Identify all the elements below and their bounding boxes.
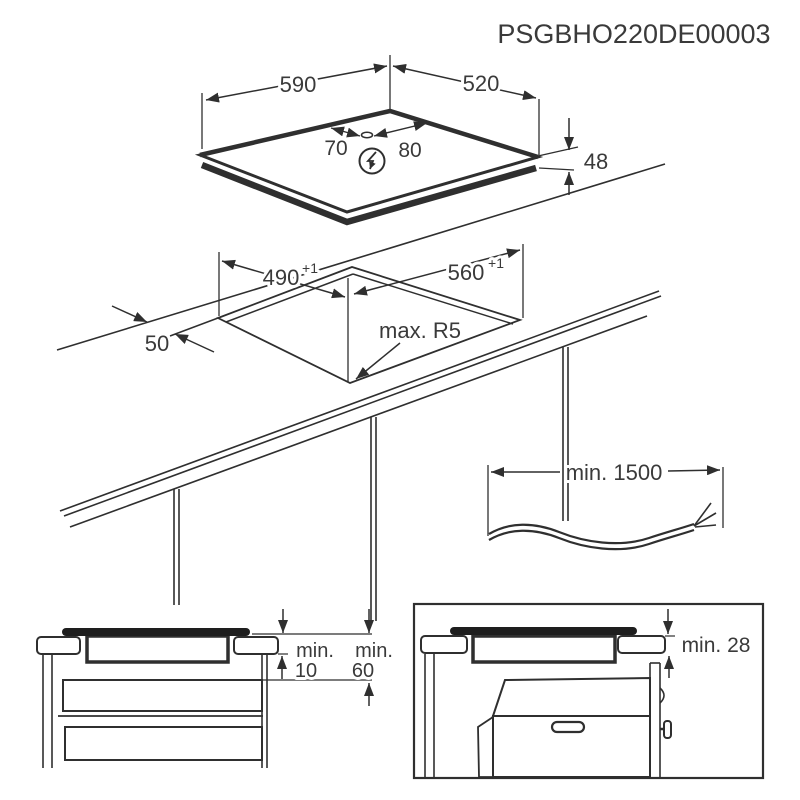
oven-hinge-bulge bbox=[659, 687, 665, 704]
hob-recessed-box bbox=[85, 634, 230, 664]
corner-radius-leader-arrow bbox=[355, 342, 401, 380]
clearance-10-value: 10 bbox=[295, 660, 317, 682]
hob-isometric-view: 590 520 70 80 48 bbox=[194, 55, 611, 226]
cabinet-legs bbox=[424, 654, 435, 777]
worktop-front-edge-inner bbox=[63, 295, 662, 517]
cabinet-legs bbox=[173, 347, 569, 621]
hob-glass-profile bbox=[62, 628, 250, 636]
oven-door-handle bbox=[550, 720, 586, 734]
clearance-view-drawers: min. min. 10 60 bbox=[36, 609, 396, 768]
cutout-width-label: 490 bbox=[263, 265, 300, 290]
hob-width-dimension-line bbox=[205, 63, 388, 103]
height-reference-top bbox=[537, 146, 579, 157]
cutout-depth-label: 560 bbox=[448, 260, 485, 285]
cable-offset-left-arrow bbox=[330, 126, 361, 138]
edge-distance-arrow-upper bbox=[111, 305, 148, 323]
oven bbox=[477, 662, 672, 778]
cable-stripped-ends bbox=[693, 502, 717, 528]
corner-radius-label: max. R5 bbox=[379, 318, 461, 343]
electrical-connection-icon bbox=[358, 147, 386, 175]
worktop-perspective-view: 490 +1 560 +1 50 max. R5 bbox=[56, 163, 666, 621]
clearance-60-value: 60 bbox=[352, 660, 374, 682]
drawer-upper bbox=[62, 679, 263, 712]
oven-top-face bbox=[491, 676, 651, 717]
hob-depth-dimension-line bbox=[392, 63, 537, 101]
cable-offset-left-label: 70 bbox=[324, 137, 347, 160]
hob-glass-back-edges bbox=[199, 108, 539, 160]
mains-cable-view: min. 1500 bbox=[487, 457, 724, 551]
hob-glass-profile bbox=[450, 627, 637, 635]
countertop-right-piece bbox=[617, 635, 666, 654]
cable-wire-top bbox=[488, 522, 695, 545]
oven-knob bbox=[663, 720, 672, 739]
cutout-edge-extension bbox=[169, 317, 219, 337]
hob-recessed-box bbox=[471, 634, 617, 664]
cable-offset-right-arrow bbox=[373, 121, 428, 138]
countertop-left-piece bbox=[420, 635, 468, 654]
cutout-inner-edge-right bbox=[352, 273, 514, 325]
clearance-view-oven: min. 28 bbox=[412, 602, 765, 780]
cutout-width-dimension-line bbox=[221, 259, 346, 299]
cutout-depth-dimension-line bbox=[353, 248, 521, 296]
hob-width-label: 590 bbox=[280, 72, 317, 97]
height-reference-bottom bbox=[538, 167, 575, 171]
cable-offset-right-label: 80 bbox=[398, 139, 421, 162]
clearance-60-min-label: min. bbox=[355, 640, 393, 662]
hob-depth-label: 520 bbox=[463, 71, 500, 96]
cutout-width-tolerance: +1 bbox=[302, 260, 318, 276]
drawer-lower bbox=[64, 726, 263, 761]
clearance-10-min-label: min. bbox=[296, 640, 334, 662]
countertop-left-piece bbox=[36, 636, 81, 655]
worktop-bottom-edge bbox=[69, 315, 648, 528]
cable-entry-point bbox=[360, 131, 374, 139]
edge-distance-arrow-lower bbox=[174, 333, 215, 353]
cable-length-arrow-right bbox=[667, 465, 721, 476]
oven-left-side bbox=[477, 715, 494, 778]
cutout-depth-tolerance: +1 bbox=[488, 255, 504, 271]
hob-body-band bbox=[200, 161, 537, 226]
cable-wire-bottom bbox=[488, 528, 695, 551]
cable-length-label: min. 1500 bbox=[566, 460, 663, 485]
hob-height-label: 48 bbox=[584, 149, 608, 174]
oven-front-face bbox=[492, 715, 651, 778]
edge-distance-label: 50 bbox=[145, 331, 169, 356]
countertop-right-piece bbox=[233, 636, 279, 655]
document-code: PSGBHO220DE00003 bbox=[497, 19, 770, 49]
clearance-28-label: min. 28 bbox=[682, 634, 751, 657]
worktop-front-edge-top bbox=[59, 290, 660, 512]
